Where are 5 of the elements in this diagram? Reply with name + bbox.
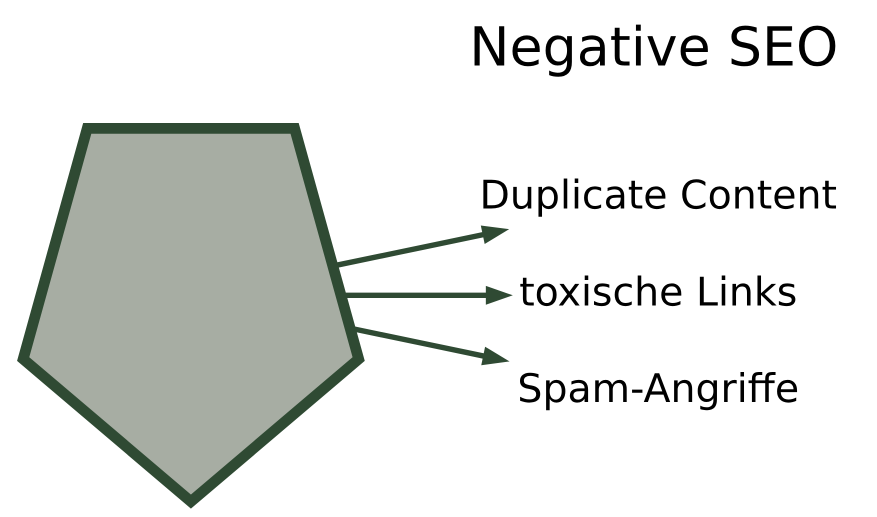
node-text: Spam-Angriffe (517, 366, 800, 412)
node-text: Duplicate Content (480, 172, 837, 218)
diagram-title: Negative SEO (469, 16, 838, 79)
node-text: toxische Links (519, 269, 798, 316)
node-shield (17, 122, 365, 509)
